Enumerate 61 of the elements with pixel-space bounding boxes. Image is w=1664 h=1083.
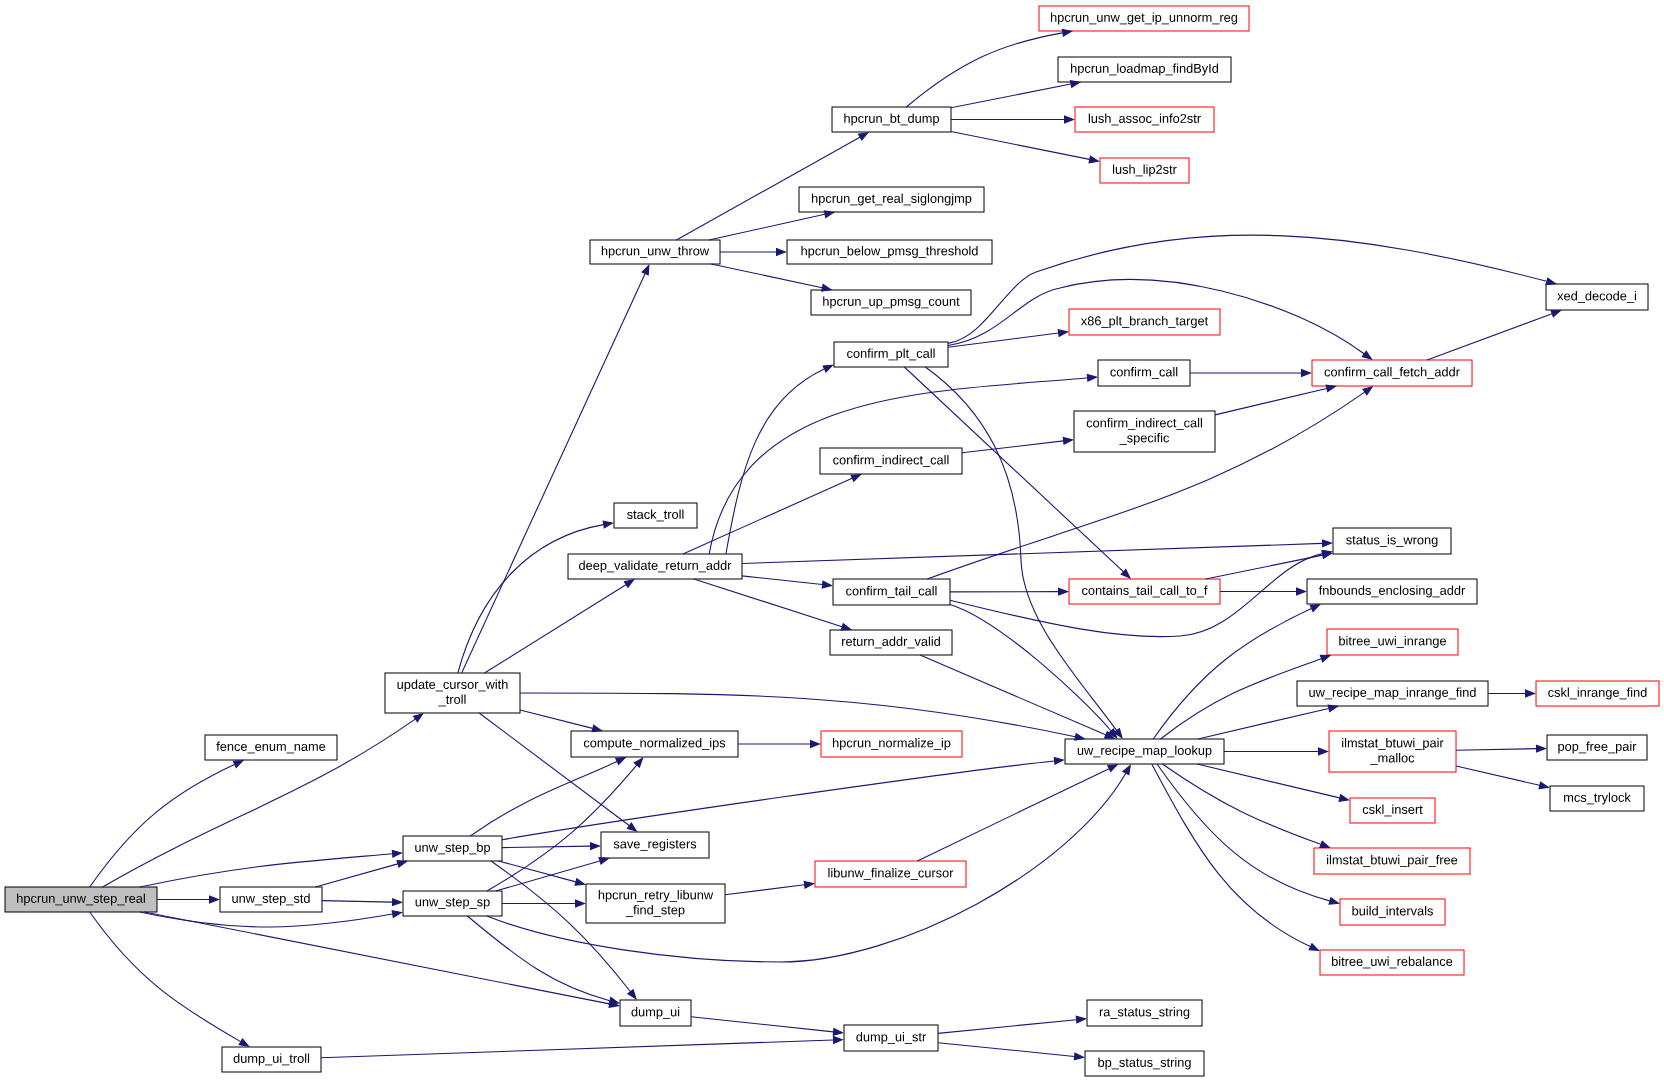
function-box: pop_free_pair bbox=[1546, 734, 1648, 761]
arrow bbox=[483, 579, 635, 674]
function-box: hpcrun_retry_libunw _find_step bbox=[585, 883, 726, 924]
function-box: hpcrun_below_pmsg_threshold bbox=[786, 239, 993, 265]
function-box: lush_assoc_info2str bbox=[1074, 106, 1215, 133]
function-box: ra_status_string bbox=[1086, 999, 1203, 1027]
arrow bbox=[89, 911, 250, 1047]
arrow bbox=[461, 264, 650, 674]
function-box: libunw_finalize_cursor bbox=[814, 860, 967, 888]
function-box: status_is_wrong bbox=[1332, 527, 1452, 555]
function-box: compute_normalized_ips bbox=[570, 730, 739, 758]
function-box: hpcrun_unw_step_real bbox=[4, 886, 158, 913]
function-box: uw_recipe_map_lookup bbox=[1064, 738, 1225, 765]
function-box: bitree_uwi_inrange bbox=[1326, 628, 1459, 656]
function-box: stack_troll bbox=[613, 502, 698, 529]
function-box: confirm_tail_call bbox=[832, 578, 951, 606]
function-box: ilmstat_btuwi_pair_free bbox=[1313, 847, 1471, 875]
function-box: unw_step_sp bbox=[402, 890, 503, 917]
function-box: dump_ui_troll bbox=[221, 1046, 322, 1073]
function-box: confirm_plt_call bbox=[833, 341, 949, 368]
function-box: bp_status_string bbox=[1084, 1050, 1205, 1077]
function-box: hpcrun_up_pmsg_count bbox=[810, 289, 972, 316]
function-box: fence_enum_name bbox=[204, 734, 338, 761]
function-box: confirm_call_fetch_addr bbox=[1311, 359, 1473, 387]
arrow bbox=[924, 366, 1123, 739]
function-box: x86_plt_branch_target bbox=[1068, 308, 1221, 336]
function-box: bitree_uwi_rebalance bbox=[1319, 949, 1465, 976]
function-box: dump_ui_str bbox=[843, 1024, 939, 1052]
function-box: confirm_call bbox=[1097, 359, 1191, 387]
function-box: hpcrun_unw_throw bbox=[589, 239, 721, 265]
function-box: confirm_indirect_call bbox=[819, 447, 963, 475]
function-box: hpcrun_loadmap_findById bbox=[1057, 56, 1232, 83]
function-box: deep_validate_return_addr bbox=[567, 553, 743, 580]
function-box: uw_recipe_map_inrange_find bbox=[1296, 680, 1489, 707]
function-box: hpcrun_bt_dump bbox=[831, 106, 952, 133]
function-box: cskl_inrange_find bbox=[1535, 680, 1660, 707]
function-box: dump_ui bbox=[619, 999, 692, 1027]
arrow bbox=[725, 364, 834, 555]
function-box: save_registers bbox=[600, 831, 710, 859]
function-box: hpcrun_normalize_ip bbox=[820, 730, 963, 758]
function-box: xed_decode_i bbox=[1545, 283, 1649, 311]
function-box: update_cursor_with _troll bbox=[384, 672, 521, 714]
function-box: hpcrun_get_real_siglongjmp bbox=[798, 186, 985, 213]
arrow bbox=[102, 713, 424, 888]
function-box: build_intervals bbox=[1339, 898, 1446, 926]
function-box: unw_step_std bbox=[219, 886, 323, 913]
function-box: hpcrun_unw_get_ip_unnorm_reg bbox=[1038, 5, 1250, 32]
function-box: return_addr_valid bbox=[829, 629, 953, 656]
function-box: contains_tail_call_to_f bbox=[1068, 578, 1221, 605]
function-box: confirm_indirect_call _specific bbox=[1073, 410, 1216, 453]
function-box: cskl_insert bbox=[1349, 797, 1436, 824]
function-box: lush_lip2str bbox=[1099, 157, 1190, 184]
function-box: unw_step_bp bbox=[402, 835, 503, 862]
arrow bbox=[949, 603, 1118, 739]
function-box: mcs_trylock bbox=[1549, 785, 1645, 812]
arrow bbox=[486, 757, 644, 892]
function-box: ilmstat_btuwi_pair _malloc bbox=[1328, 730, 1457, 773]
arrow bbox=[495, 857, 610, 892]
arrow bbox=[314, 859, 408, 888]
arrow bbox=[490, 860, 637, 1000]
function-box: fnbounds_enclosing_addr bbox=[1306, 578, 1478, 605]
